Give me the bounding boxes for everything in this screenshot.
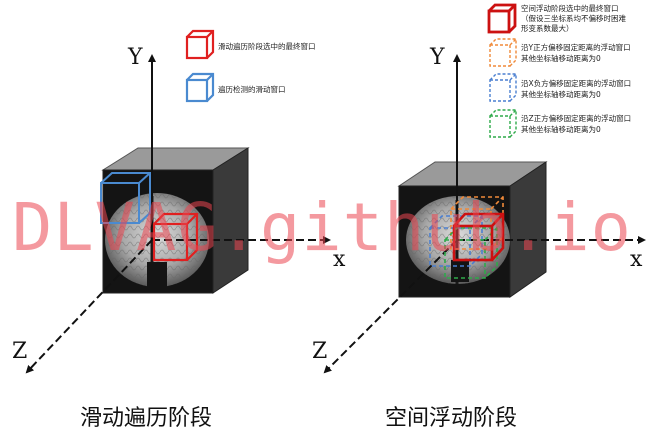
watermark-text: DLVAG.github.io (12, 189, 632, 266)
right-legend-item-x-offset: 沿X负方偏移固定距离的浮动窗口 其他坐标轴移动距离为0 (489, 73, 631, 102)
right-red-final-window (452, 212, 505, 262)
right-legend: 空间浮动阶段选中的最终窗口 （假设三坐标系均不偏移时困难 形变系数最大） 沿Y正… (487, 3, 631, 138)
left-x-axis-label: x (333, 247, 346, 272)
orange-dashed-cube-icon (489, 38, 517, 67)
left-panel: Y x Z 滑动遍历阶段选中的最终窗口 遍历检测的滑动窗口 (12, 29, 346, 431)
red-cube-icon (487, 3, 517, 34)
right-z-axis (323, 239, 458, 374)
right-legend-label-final-window-1: 空间浮动阶段选中的最终窗口 (521, 3, 619, 13)
left-legend-label-final-window: 滑动遍历阶段选中的最终窗口 (218, 41, 316, 51)
right-legend-label-x-offset-2: 其他坐标轴移动距离为0 (521, 89, 601, 99)
left-blue-sliding-window (100, 172, 151, 224)
left-legend-label-sliding-window: 遍历检测的滑动窗口 (218, 84, 286, 94)
right-legend-label-x-offset-1: 沿X负方偏移固定距离的浮动窗口 (521, 78, 631, 88)
right-legend-label-final-window-2: （假设三坐标系均不偏移时困难 (521, 13, 626, 23)
left-z-axis (25, 239, 153, 374)
right-legend-label-y-offset-2: 其他坐标轴移动距离为0 (521, 53, 601, 63)
left-z-axis-label: Z (12, 339, 27, 364)
right-caption: 空间浮动阶段 (385, 406, 517, 431)
left-y-axis-label: Y (127, 45, 143, 70)
right-legend-label-y-offset-1: 沿Y正方偏移固定距离的浮动窗口 (521, 42, 631, 52)
left-red-final-window (152, 212, 199, 262)
right-legend-label-z-offset-1: 沿Z正方偏移固定距离的浮动窗口 (521, 113, 631, 123)
right-legend-item-y-offset: 沿Y正方偏移固定距离的浮动窗口 其他坐标轴移动距离为0 (489, 38, 631, 67)
right-legend-label-final-window-3: 形变系数最大） (521, 23, 574, 33)
left-legend: 滑动遍历阶段选中的最终窗口 遍历检测的滑动窗口 (185, 29, 316, 103)
left-legend-item-sliding-window: 遍历检测的滑动窗口 (185, 72, 286, 103)
right-z-axis-label: Z (312, 339, 327, 364)
right-x-axis-label: x (630, 247, 643, 272)
blue-cube-icon (185, 72, 215, 103)
red-cube-icon (185, 29, 215, 60)
right-y-axis-label: Y (429, 45, 445, 70)
blue-dashed-cube-icon (489, 73, 517, 102)
right-legend-item-final-window: 空间浮动阶段选中的最终窗口 （假设三坐标系均不偏移时困难 形变系数最大） (487, 3, 626, 34)
right-legend-label-z-offset-2: 其他坐标轴移动距离为0 (521, 124, 601, 134)
left-caption: 滑动遍历阶段 (80, 406, 212, 431)
green-dashed-cube-icon (489, 109, 517, 138)
right-panel: Y x Z 空间浮动阶段选中的最终窗口 （假设三坐标系均不偏移时困难 形变系数最… (312, 3, 646, 431)
left-legend-item-final-window: 滑动遍历阶段选中的最终窗口 (185, 29, 316, 60)
right-legend-item-z-offset: 沿Z正方偏移固定距离的浮动窗口 其他坐标轴移动距离为0 (489, 109, 631, 138)
